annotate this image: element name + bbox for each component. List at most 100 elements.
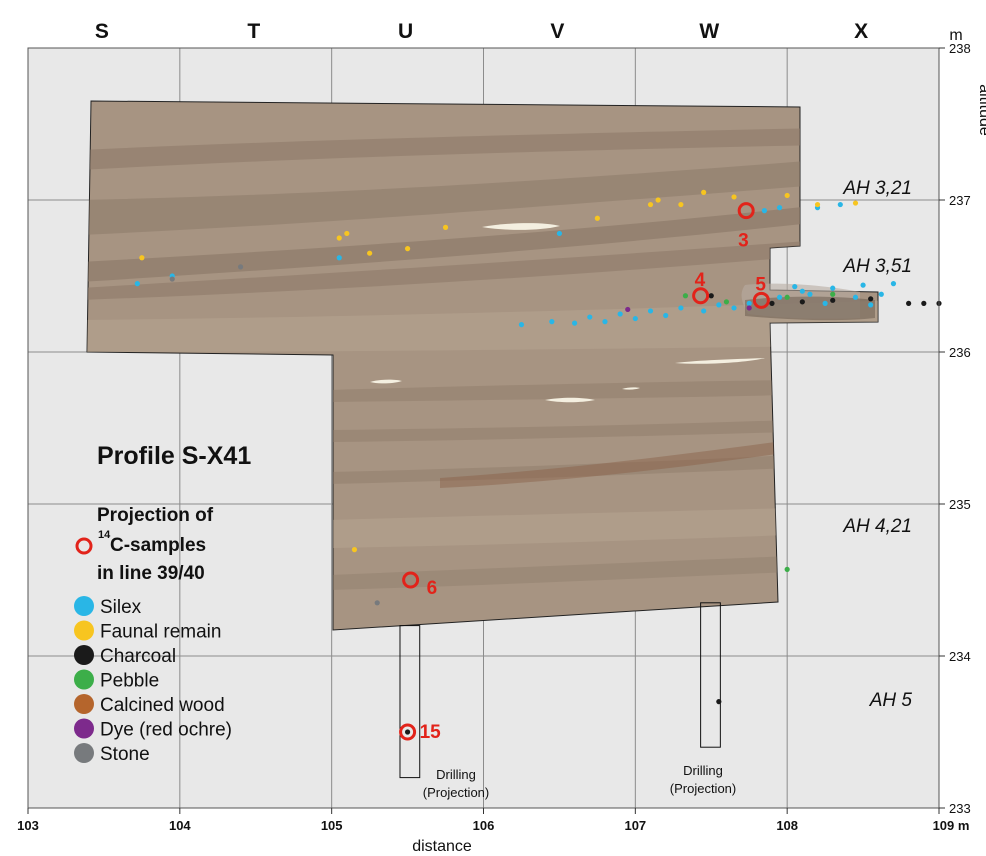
column-label: U [398,20,413,43]
sample-label: 4 [695,270,706,291]
faunal-find [655,197,661,203]
faunal-find [336,235,342,241]
sediment-lens [675,358,765,364]
silex-find [602,319,608,325]
x-axis-title: distance [412,838,472,855]
sediment-band [330,455,790,484]
layer-label-ah5: AH 5 [869,690,913,711]
silex-find [807,291,813,297]
drilling-column [700,602,721,748]
sediment-lens [370,379,402,384]
legend-swatch-icon [74,620,94,641]
charcoal-find [708,293,714,299]
silex-find [761,208,767,214]
sediment-band [87,128,820,170]
silex-find [731,305,737,311]
drilling-label-2b: (Projection) [670,781,736,796]
drilling-label-1b: (Projection) [423,785,489,800]
profile-title: Profile S-X41 [97,442,251,470]
legend-label: Dye (red ochre) [100,720,232,741]
sediment-profile [86,100,879,631]
column-label: W [699,20,719,43]
column-label: X [854,20,868,43]
legend-label: Calcined wood [100,695,225,716]
projection-line3: in line 39/40 [97,563,205,584]
legend-swatch-icon [74,669,94,690]
sediment-band [440,440,790,488]
silex-find [792,284,798,290]
sample-marker [692,287,710,305]
y-tick-label: 233 [949,801,971,816]
pebble-find [784,294,790,300]
layer-label-ah351: AH 3,51 [842,256,912,277]
projection-line1: Projection of [97,505,214,526]
layer-label-ah421: AH 4,21 [842,516,912,537]
sample-marker [399,723,417,741]
charcoal-find [921,300,927,306]
stone-find [169,276,175,282]
sample-marker [752,291,770,309]
sample-label: 3 [738,231,749,252]
pebble-find [682,293,689,299]
column-label: V [550,20,564,43]
dye-find [625,306,631,313]
column-label: T [247,20,260,43]
charcoal-find [769,300,775,306]
faunal-find [344,230,350,237]
silex-find [701,308,707,314]
legend-label: Charcoal [100,646,176,667]
faunal-find [367,250,373,256]
legend-swatch-icon [74,743,94,763]
silex-find [556,230,563,237]
x-tick-label: 105 [321,818,343,833]
faunal-find [784,192,790,199]
charcoal-find [404,729,411,735]
faunal-find [351,547,358,553]
charcoal-find [906,300,912,306]
silex-find [663,312,669,319]
sediment-band [87,240,820,300]
sediment-lens [545,397,595,403]
sediment-band [330,380,790,402]
sediment-bands [87,128,878,590]
pebble-find [784,566,790,572]
silex-find [830,285,836,291]
silex-find [822,300,828,306]
legend-label: Pebble [100,671,159,692]
silex-find [549,319,555,325]
c14-sample-marker-icon [75,537,93,555]
sample-marker [737,202,755,220]
y-tick-label: 236 [949,345,971,360]
charcoal-find [868,296,874,302]
y-tick-label: 237 [949,193,971,208]
y-unit-label: m [949,27,962,44]
pebble-find [830,291,836,297]
silex-find [852,294,859,300]
faunal-find [852,200,859,206]
drilling-column [399,625,421,779]
silex-find [776,205,783,211]
sediment-band [330,556,790,590]
x-tick-label: 104 [169,818,191,833]
faunal-find [647,201,654,208]
x-tick-label: 106 [473,818,495,833]
x-tick-label: 103 [17,818,39,833]
x-tick-label: 107 [624,818,646,833]
silex-find [632,315,638,322]
sample-label: 5 [755,274,766,295]
drilling-label-2a: Drilling [683,763,723,778]
sample-label: 6 [427,578,438,599]
x-tick-label: 109 m [933,818,970,833]
silex-find [776,294,783,300]
dye-find [746,305,752,311]
charcoal-find [799,299,805,305]
sediment-band [87,205,820,282]
silex-find [134,281,140,287]
pebble-find [723,299,730,305]
charcoal-find [830,297,836,303]
silex-find [518,322,525,328]
